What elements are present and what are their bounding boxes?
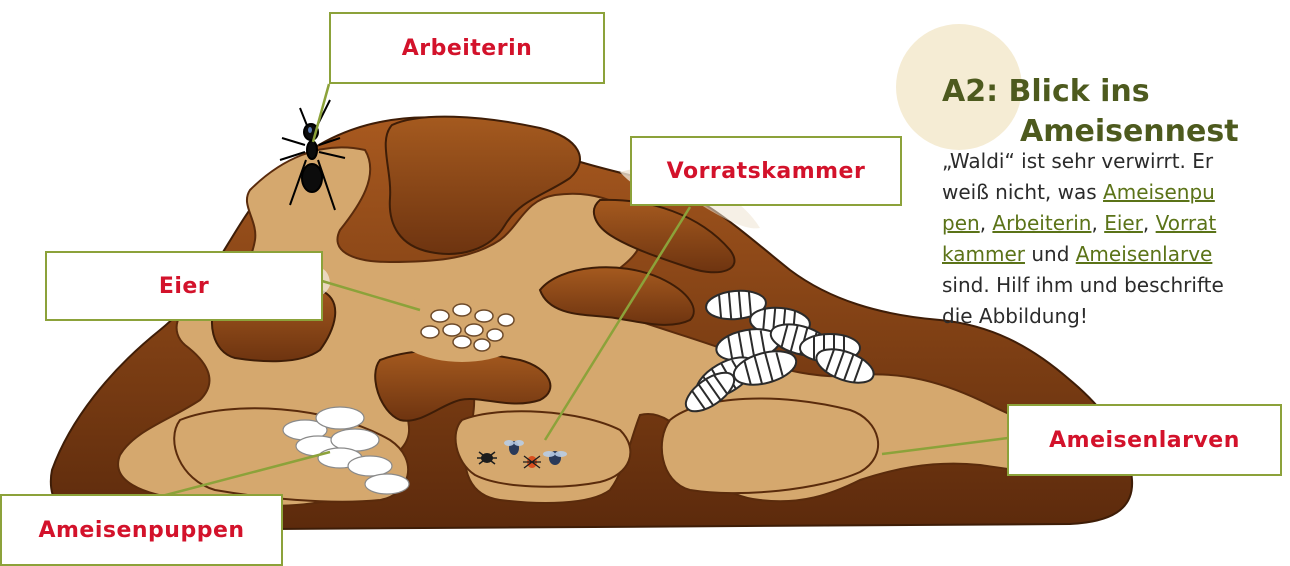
task-line-6: die Abbildung! — [942, 301, 1290, 332]
label-vorratskammer: Vorratskammer — [630, 136, 902, 206]
label-eier-text: Eier — [159, 274, 209, 299]
label-vorratskammer-text: Vorratskammer — [667, 159, 866, 184]
label-ameisenlarven-text: Ameisenlarven — [1049, 428, 1240, 453]
term-link: Arbeiterin — [992, 211, 1091, 235]
label-arbeiterin: Arbeiterin — [329, 12, 605, 84]
task-line-3: pen, Arbeiterin, Eier, Vorrat — [942, 208, 1290, 239]
term-link: kammer — [942, 242, 1025, 266]
task-title-line1: A2: Blick ins — [942, 72, 1282, 112]
task-line-2: weiß nicht, was Ameisenpu — [942, 177, 1290, 208]
task-instructions: „Waldi“ ist sehr verwirrt. Er weiß nicht… — [942, 146, 1290, 386]
task-line-1: „Waldi“ ist sehr verwirrt. Er — [942, 146, 1290, 177]
storage-chamber — [456, 411, 631, 486]
label-ameisenlarven: Ameisenlarven — [1007, 404, 1282, 476]
label-eier: Eier — [45, 251, 323, 321]
task-line-4: kammer und Ameisenlarve — [942, 239, 1290, 270]
task-title: A2: Blick ins Ameisennest — [942, 72, 1282, 152]
label-ameisenpuppen: Ameisenpuppen — [0, 494, 283, 566]
term-link: Ameisenpu — [1103, 180, 1215, 204]
term-link: pen — [942, 211, 980, 235]
label-arbeiterin-text: Arbeiterin — [402, 36, 533, 61]
task-line-5: sind. Hilf ihm und beschrifte — [942, 270, 1290, 301]
label-ameisenpuppen-text: Ameisenpuppen — [38, 518, 244, 543]
term-link: Ameisenlarve — [1076, 242, 1213, 266]
egg-chamber — [392, 290, 532, 362]
term-link: Eier — [1104, 211, 1143, 235]
term-link: Vorrat — [1156, 211, 1217, 235]
